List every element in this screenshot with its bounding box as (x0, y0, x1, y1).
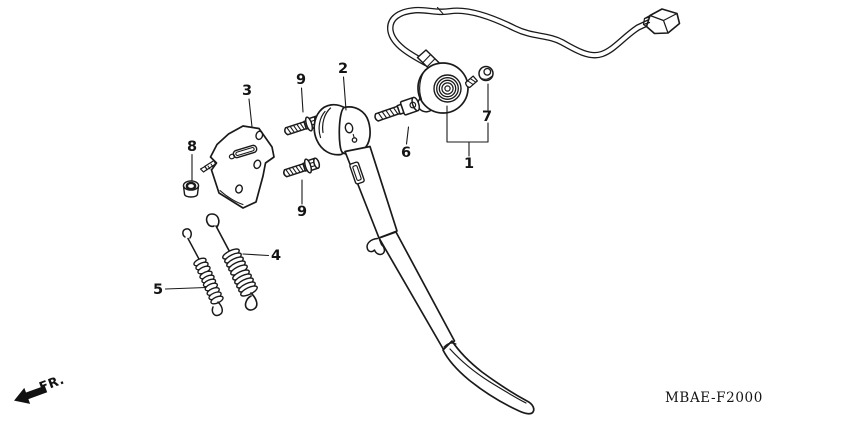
pivot-bolt-6 (372, 95, 422, 126)
leader-lines (164, 76, 489, 290)
callout-part-4: 4 (270, 247, 282, 264)
callout-part-2: 2 (337, 60, 349, 77)
side-stand-switch (417, 62, 469, 114)
callout-part-9-lower: 9 (296, 203, 308, 220)
stand-bracket (199, 125, 275, 209)
stand-spring-4 (205, 213, 258, 311)
harness-connector (642, 8, 681, 35)
fr-arrow-icon (14, 385, 48, 404)
callout-part-6: 6 (400, 144, 412, 161)
callout-part-3: 3 (241, 82, 253, 99)
stand-spring-5 (182, 228, 224, 317)
callout-part-7: 7 (481, 108, 493, 125)
switch-wire-harness (387, 6, 655, 67)
side-stand (313, 103, 535, 415)
callout-part-9-upper: 9 (295, 71, 307, 88)
diagram-part-code: MBAE-F2000 (665, 390, 763, 406)
callout-part-8: 8 (186, 138, 198, 155)
switch-bolt-7 (464, 65, 494, 89)
callout-part-5: 5 (152, 281, 164, 298)
bracket-nut-8 (182, 180, 200, 198)
callout-part-1: 1 (463, 155, 475, 172)
bracket-bolt-9-lower (281, 154, 322, 182)
